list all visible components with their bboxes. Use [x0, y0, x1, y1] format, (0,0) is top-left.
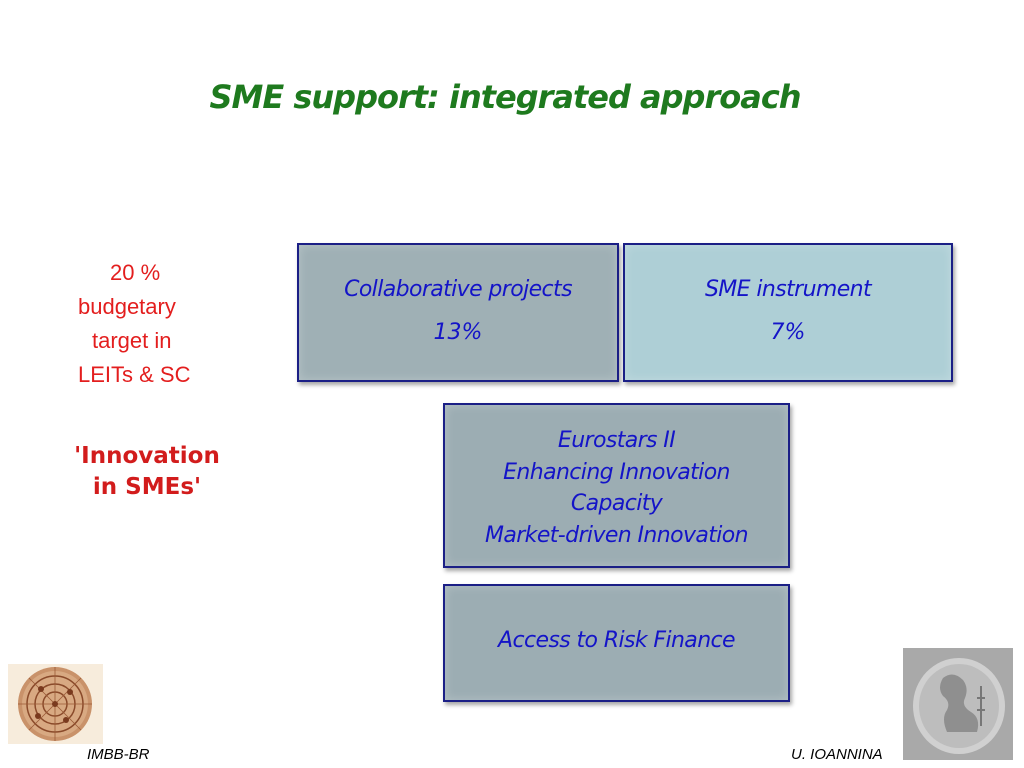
- sme-instrument-label: SME instrument: [704, 277, 872, 302]
- budget-target-line: target in: [92, 328, 172, 353]
- innovation-label-line: in SMEs': [92, 474, 202, 500]
- budget-target-line: LEITs & SC: [78, 362, 191, 387]
- eurostars-line: Capacity: [570, 491, 663, 516]
- ancient-coin-logo: [903, 648, 1013, 760]
- slide-title: SME support: integrated approach: [209, 78, 801, 116]
- eurostars-box: Eurostars II Enhancing Innovation Capaci…: [443, 403, 790, 568]
- eurostars-line: Eurostars II: [557, 428, 676, 453]
- collaborative-projects-box: Collaborative projects 13%: [297, 243, 619, 382]
- eurostars-line: Enhancing Innovation: [503, 459, 730, 485]
- innovation-label-line: 'Innovation: [74, 443, 220, 469]
- budget-target-line: 20 %: [110, 260, 161, 285]
- phaistos-disc-logo: [8, 664, 103, 744]
- sme-instrument-box: SME instrument 7%: [623, 243, 953, 382]
- risk-finance-label: Access to Risk Finance: [498, 628, 736, 653]
- footer-left-label: IMBB-BR: [87, 746, 150, 763]
- eurostars-line: Market-driven Innovation: [484, 522, 749, 548]
- innovation-in-smes-label: 'Innovation in SMEs': [52, 441, 242, 503]
- budget-target-line: budgetary: [78, 294, 176, 319]
- risk-finance-box: Access to Risk Finance: [443, 584, 790, 702]
- collaborative-projects-percent: 13%: [433, 320, 483, 345]
- collaborative-projects-label: Collaborative projects: [344, 277, 572, 302]
- budget-target-text: 20 % budgetary target in LEITs & SC: [62, 256, 212, 392]
- footer-right-label: U. IOANNINA: [791, 746, 883, 763]
- sme-instrument-percent: 7%: [770, 320, 806, 345]
